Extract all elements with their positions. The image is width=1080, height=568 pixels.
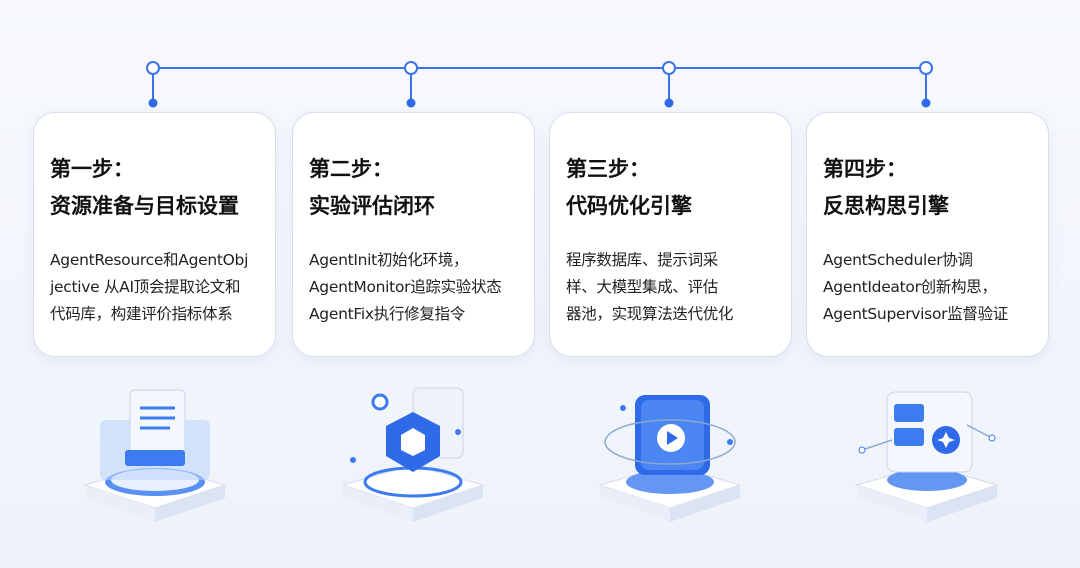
step-label: 第一步： <box>50 157 134 181</box>
description-line: jective 从AI顶会提取论文和 <box>50 278 241 296</box>
step-description: 程序数据库、提示词采 样、大模型集成、评估 器池，实现算法迭代优化 <box>566 247 791 328</box>
description-line: 代码库，构建评价指标体系 <box>50 305 233 323</box>
hexagon-loop-icon <box>341 387 485 522</box>
step-description: AgentResource和AgentObj jective 从AI顶会提取论文… <box>50 247 275 328</box>
description-line: AgentFix执行修复指令 <box>309 305 465 323</box>
step-description: AgentScheduler协调 AgentIdeator创新构思， Agent… <box>823 247 1048 328</box>
step-label: 第三步： <box>566 157 650 181</box>
step-label: 第二步： <box>309 157 393 181</box>
description-line: AgentScheduler协调 <box>823 251 973 269</box>
description-line: AgentMonitor追踪实验状态 <box>309 278 502 296</box>
description-line: AgentResource和AgentObj <box>50 251 249 269</box>
description-line: AgentInit初始化环境， <box>309 251 469 269</box>
step-title: 反思构思引擎 <box>823 194 949 218</box>
description-line: 器池，实现算法迭代优化 <box>566 305 734 323</box>
play-engine-icon <box>598 395 742 522</box>
description-line: 程序数据库、提示词采 <box>566 251 719 269</box>
step-card-3: 第三步： 代码优化引擎 程序数据库、提示词采 样、大模型集成、评估 器池，实现算… <box>549 112 792 357</box>
step-title: 代码优化引擎 <box>566 194 692 218</box>
description-line: AgentSupervisor监督验证 <box>823 305 1009 323</box>
step-card-4: 第四步： 反思构思引擎 AgentScheduler协调 AgentIdeato… <box>806 112 1049 357</box>
step-description: AgentInit初始化环境， AgentMonitor追踪实验状态 Agent… <box>309 247 534 328</box>
description-line: AgentIdeator创新构思， <box>823 278 997 296</box>
step-title: 资源准备与目标设置 <box>50 194 239 218</box>
document-stack-icon <box>83 389 227 522</box>
step-label: 第四步： <box>823 157 907 181</box>
idea-board-icon <box>855 391 999 522</box>
step-connector <box>146 61 933 108</box>
step-card-1: 第一步： 资源准备与目标设置 AgentResource和AgentObj je… <box>33 112 276 357</box>
step-title: 实验评估闭环 <box>309 194 435 218</box>
description-line: 样、大模型集成、评估 <box>566 278 719 296</box>
step-card-2: 第二步： 实验评估闭环 AgentInit初始化环境， AgentMonitor… <box>292 112 535 357</box>
